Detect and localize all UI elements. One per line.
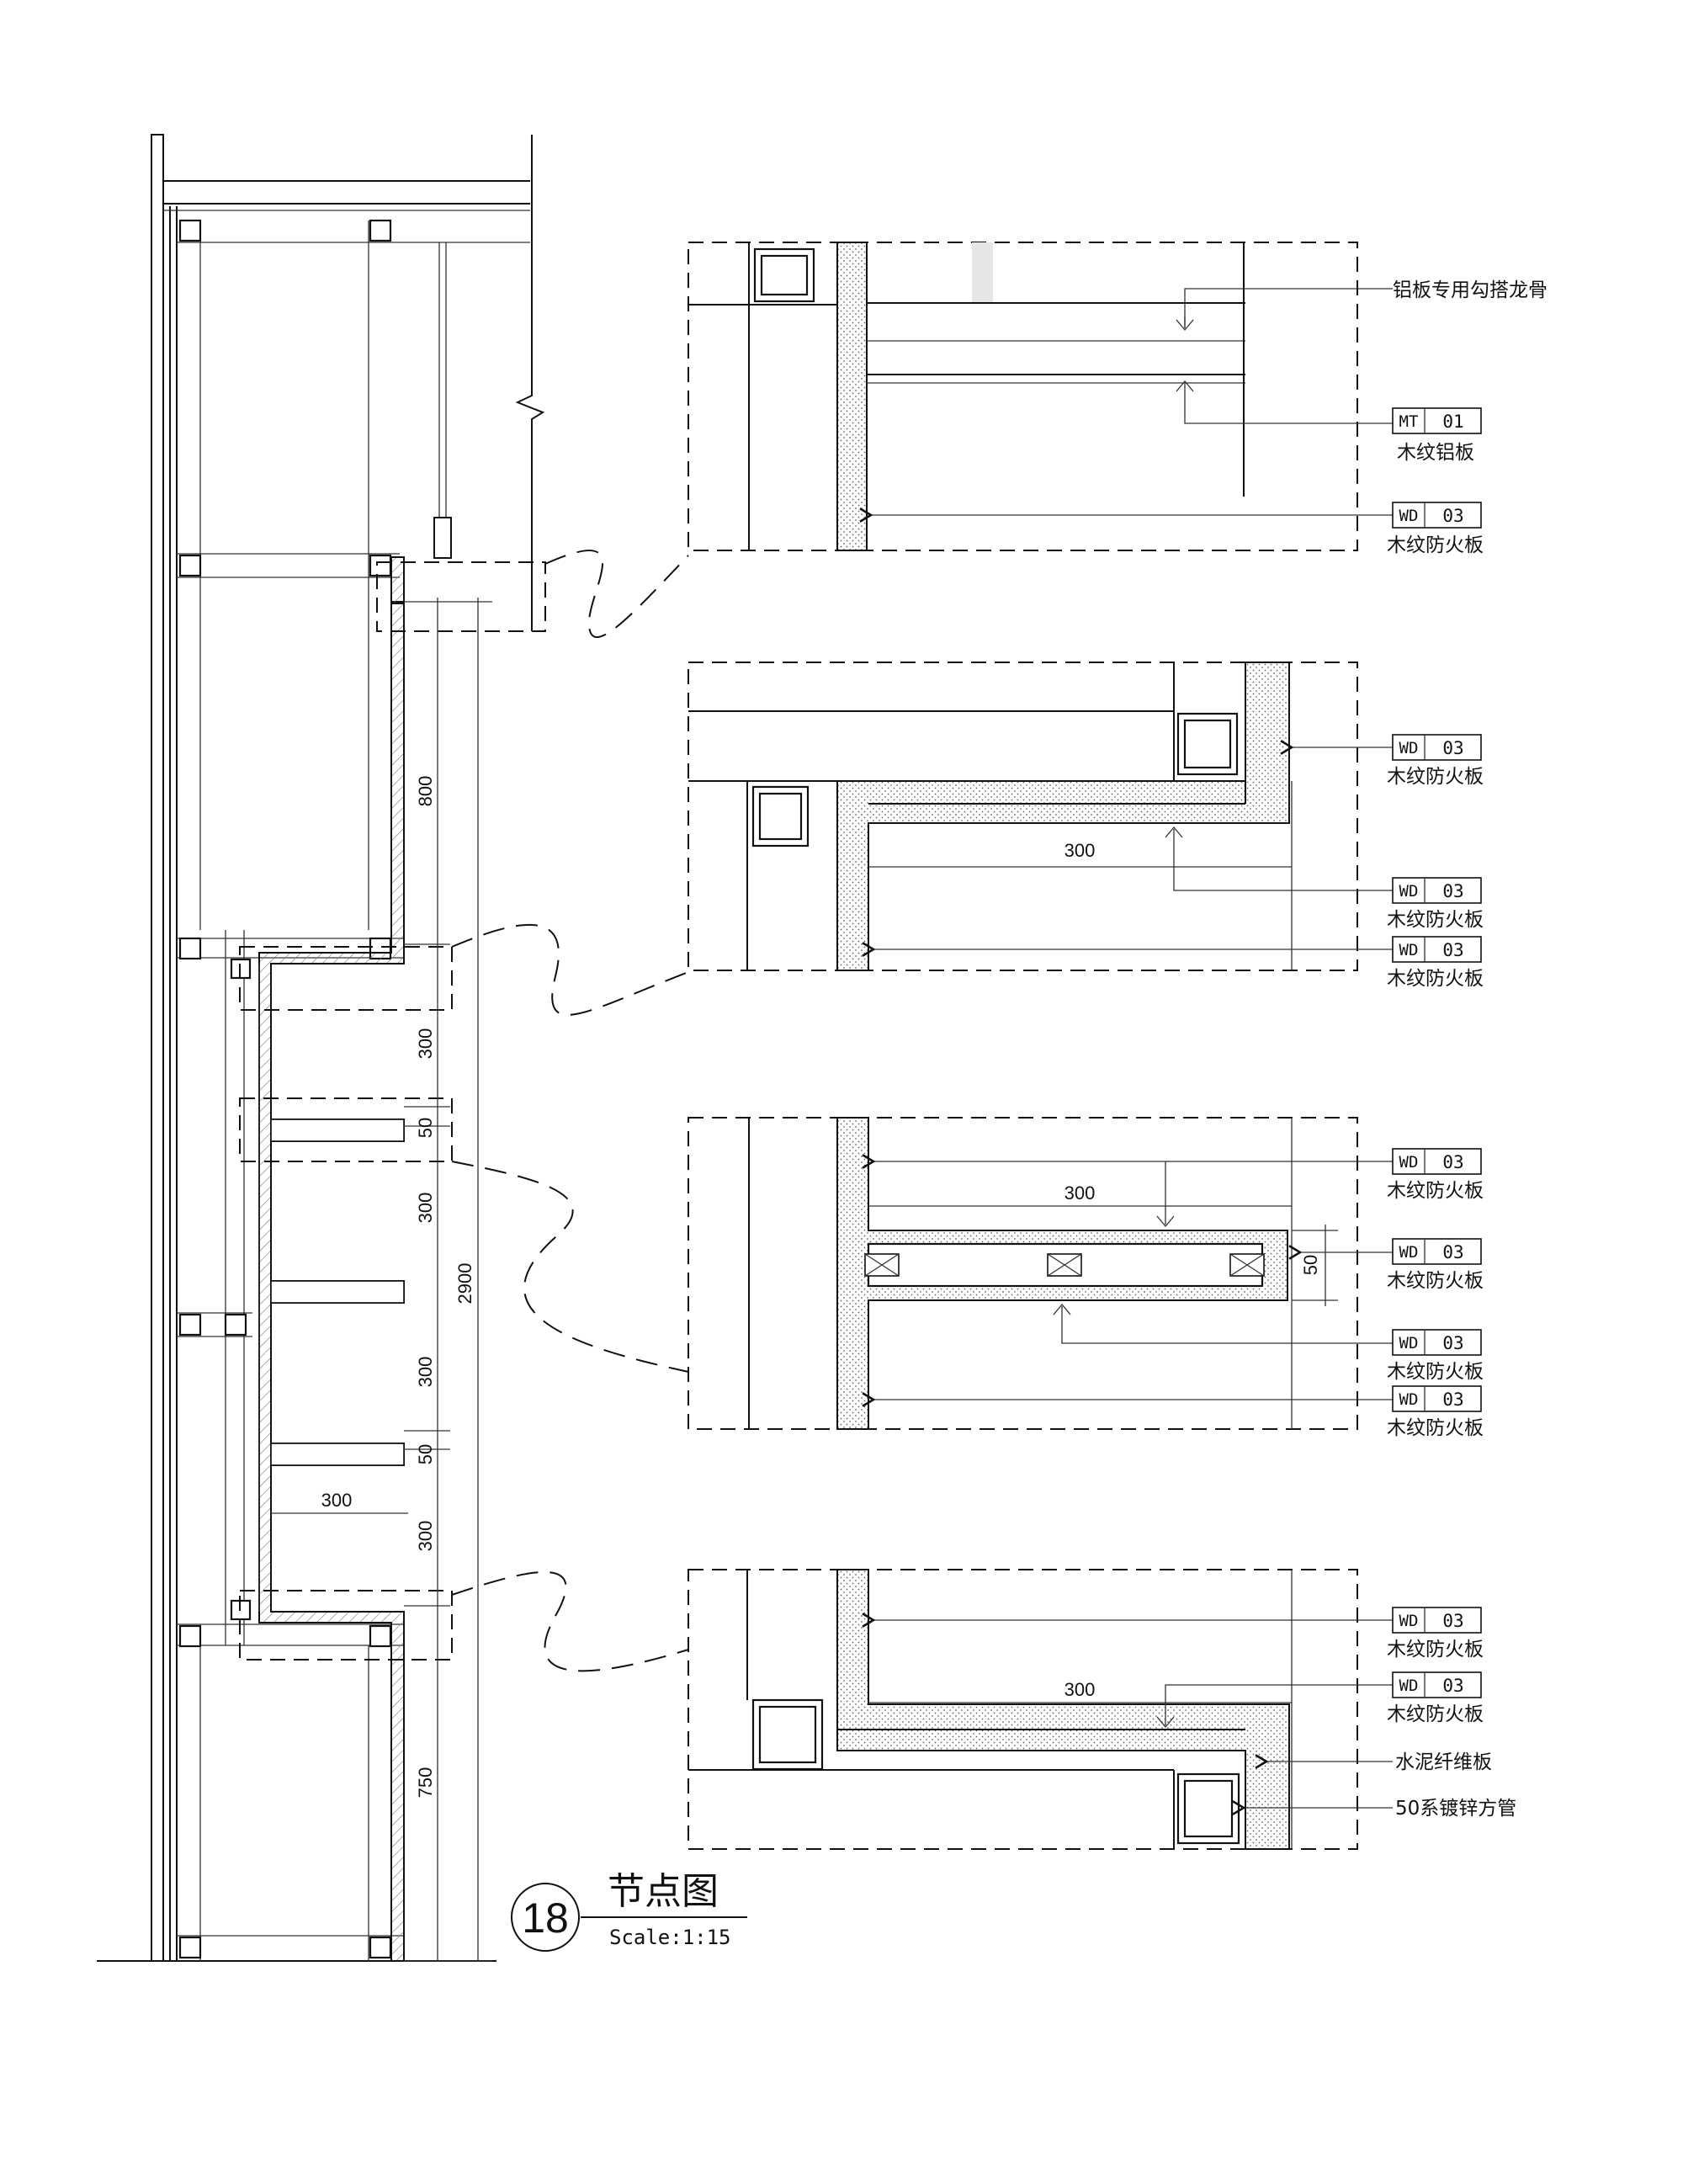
drawing-scale: Scale:1:15 — [609, 1926, 731, 1949]
label-alu-grid: 铝板专用勾搭龙骨 — [1393, 279, 1548, 301]
label-wd-name-8: 木纹防火板 — [1387, 1417, 1484, 1439]
tag-wd-num-9: 03 — [1442, 1611, 1463, 1631]
tag-wd-03-1 — [1392, 502, 1482, 529]
tag-wd-code-2: WD — [1399, 739, 1419, 757]
label-wd-name-1: 木纹防火板 — [1387, 534, 1484, 556]
label-steel-tube: 50系镀锌方管 — [1395, 1798, 1516, 1820]
dim-300-detail3: 300 — [1064, 1182, 1096, 1204]
label-wd-name-6: 木纹防火板 — [1387, 1270, 1484, 1292]
tag-wd-03-5 — [1392, 1148, 1482, 1175]
tag-wd-03-9 — [1392, 1607, 1482, 1634]
label-wd-name-9: 木纹防火板 — [1387, 1639, 1484, 1661]
dim-50-b: 50 — [415, 1444, 436, 1464]
label-wd-name-7: 木纹防火板 — [1387, 1361, 1484, 1383]
dim-750: 750 — [415, 1767, 436, 1799]
tag-wd-03-7 — [1392, 1329, 1482, 1356]
label-wd-name-5: 木纹防火板 — [1387, 1180, 1484, 1202]
detail-3 — [688, 1117, 1358, 1430]
title-block — [511, 1883, 747, 1952]
tag-wd-num-10: 03 — [1442, 1676, 1463, 1696]
tag-mt-code: MT — [1399, 412, 1419, 431]
tag-wd-03-6 — [1392, 1238, 1482, 1265]
dim-800: 800 — [415, 776, 436, 807]
drawing-number: 18 — [522, 1894, 569, 1942]
detail-4 — [688, 1569, 1358, 1850]
dim-2900: 2900 — [454, 1263, 475, 1305]
dim-50-a: 50 — [415, 1118, 436, 1138]
tag-wd-code-1: WD — [1399, 507, 1419, 525]
label-wd-name-10: 木纹防火板 — [1387, 1703, 1484, 1725]
tag-wd-num-2: 03 — [1442, 738, 1463, 758]
tag-wd-num-4: 03 — [1442, 940, 1463, 960]
dim-50-detail3: 50 — [1300, 1255, 1321, 1275]
dim-300-detail4: 300 — [1064, 1679, 1096, 1700]
tag-wd-num-3: 03 — [1442, 881, 1463, 901]
tag-wd-num-6: 03 — [1442, 1242, 1463, 1262]
tag-wd-03-8 — [1392, 1385, 1482, 1412]
tag-wd-num-5: 03 — [1442, 1152, 1463, 1172]
callout-curve-2 — [451, 923, 689, 1016]
tag-wd-code-7: WD — [1399, 1334, 1419, 1352]
dim-300-b: 300 — [415, 1193, 436, 1224]
label-wd-name-4: 木纹防火板 — [1387, 968, 1484, 990]
tag-wd-num-7: 03 — [1442, 1333, 1463, 1353]
tag-mt-num: 01 — [1442, 412, 1463, 432]
tag-wd-code-9: WD — [1399, 1612, 1419, 1630]
callout-curve-3 — [451, 1161, 689, 1373]
dim-300-shelf: 300 — [321, 1490, 353, 1511]
tag-wd-code-6: WD — [1399, 1243, 1419, 1262]
label-mt-name: 木纹铝板 — [1397, 442, 1474, 464]
tag-wd-code-4: WD — [1399, 941, 1419, 959]
tag-wd-03-10 — [1392, 1671, 1482, 1698]
tag-wd-03-3 — [1392, 877, 1482, 904]
drawing-title: 节点图 — [608, 1870, 719, 1913]
detail-2 — [688, 662, 1358, 971]
label-wd-name-2: 木纹防火板 — [1387, 766, 1484, 788]
dim-300-detail2: 300 — [1064, 840, 1096, 861]
callout-curve-1 — [544, 550, 689, 639]
label-cement-board: 水泥纤维板 — [1395, 1751, 1492, 1773]
dim-300-d: 300 — [415, 1521, 436, 1552]
label-wd-name-3: 木纹防火板 — [1387, 909, 1484, 931]
dim-300-a: 300 — [415, 1028, 436, 1060]
tag-wd-code-5: WD — [1399, 1153, 1419, 1172]
tag-mt-01 — [1392, 407, 1482, 434]
tag-wd-num-8: 03 — [1442, 1390, 1463, 1410]
callout-curve-4 — [451, 1571, 689, 1672]
tag-wd-num-1: 03 — [1442, 506, 1463, 526]
section-elevation — [97, 134, 546, 1962]
tag-wd-code-10: WD — [1399, 1677, 1419, 1695]
tag-wd-03-2 — [1392, 734, 1482, 761]
tag-wd-code-8: WD — [1399, 1390, 1419, 1409]
tag-wd-03-4 — [1392, 936, 1482, 963]
dim-300-c: 300 — [415, 1357, 436, 1388]
tag-wd-code-3: WD — [1399, 882, 1419, 901]
detail-1 — [688, 242, 1358, 551]
